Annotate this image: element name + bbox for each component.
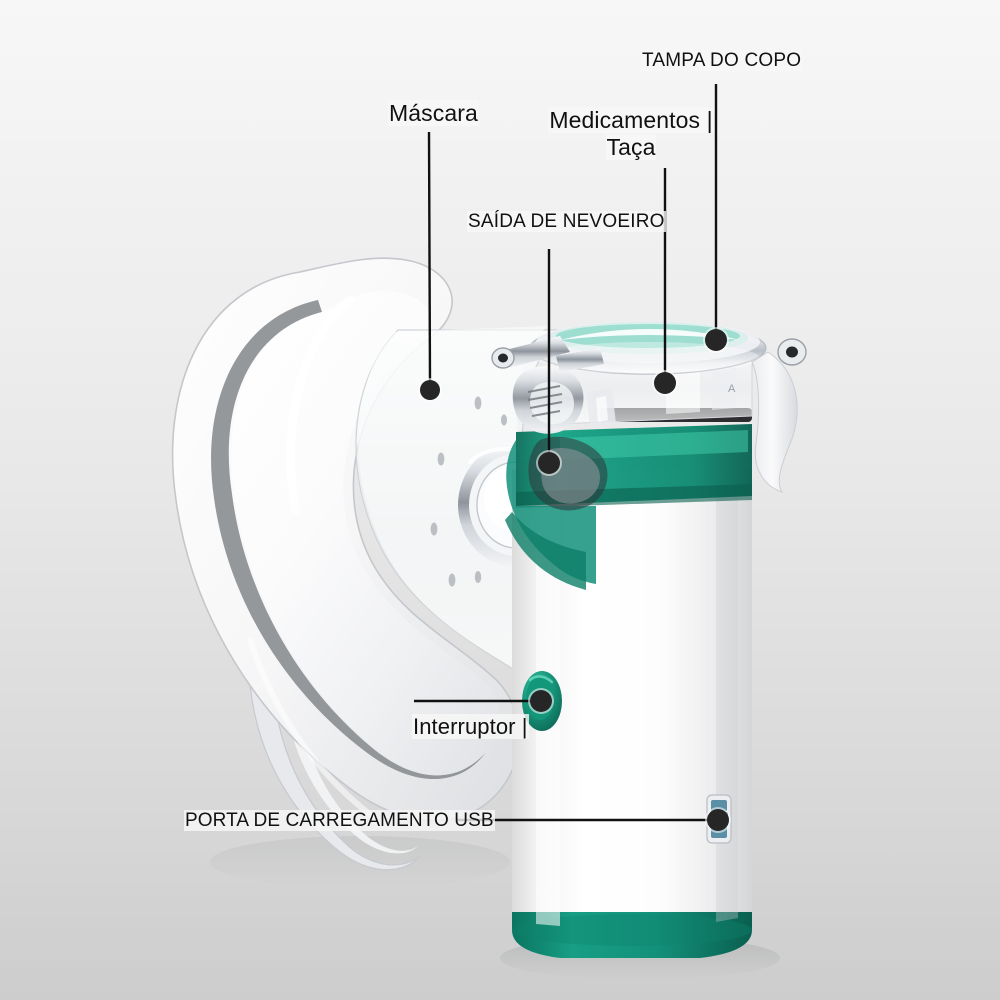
callout-dot-tampa-do-copo <box>705 329 727 351</box>
callout-label-medicamentos-taca: Medicamentos |Taça <box>548 107 714 160</box>
cap-hinge-left <box>491 336 570 369</box>
callout-dot-medicamentos-taca <box>654 372 676 394</box>
callout-dot-interruptor <box>530 690 552 712</box>
callout-dot-saida-de-nevoeiro <box>538 452 560 474</box>
callout-label-porta-usb: PORTA DE CARREGAMENTO USB <box>184 810 495 831</box>
callout-dot-mascara <box>420 380 440 400</box>
callout-label-tampa-do-copo: TAMPA DO COPO <box>641 50 803 71</box>
base-teal-ring <box>512 912 752 958</box>
cap-hinge-right <box>777 338 807 366</box>
leader-line-mascara <box>427 131 432 383</box>
callout-label-saida-de-nevoeiro: SAÍDA DE NEVOEIRO <box>467 211 666 232</box>
callout-label-interruptor: Interruptor | <box>412 714 529 739</box>
callout-dot-porta-de-carregamento-usb <box>707 809 729 831</box>
svg-text:A: A <box>728 383 736 395</box>
callout-label-mascara: Máscara <box>388 100 479 126</box>
